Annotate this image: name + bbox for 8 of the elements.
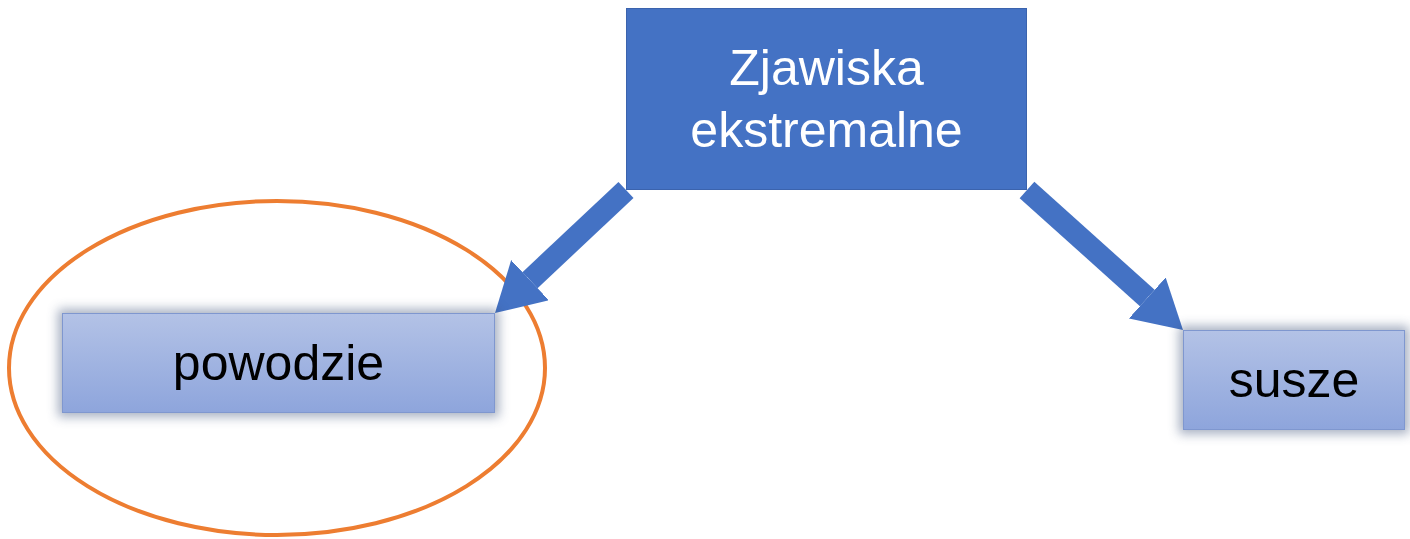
box-label: susze — [1227, 350, 1361, 410]
box-label: Zjawiska ekstremalne — [689, 38, 964, 160]
block-arrow — [495, 182, 634, 313]
process-box — [62, 313, 495, 413]
process-box — [626, 8, 1027, 190]
process-box — [1183, 330, 1405, 430]
block-arrow — [1019, 181, 1183, 330]
box-label: powodzie — [171, 333, 386, 393]
